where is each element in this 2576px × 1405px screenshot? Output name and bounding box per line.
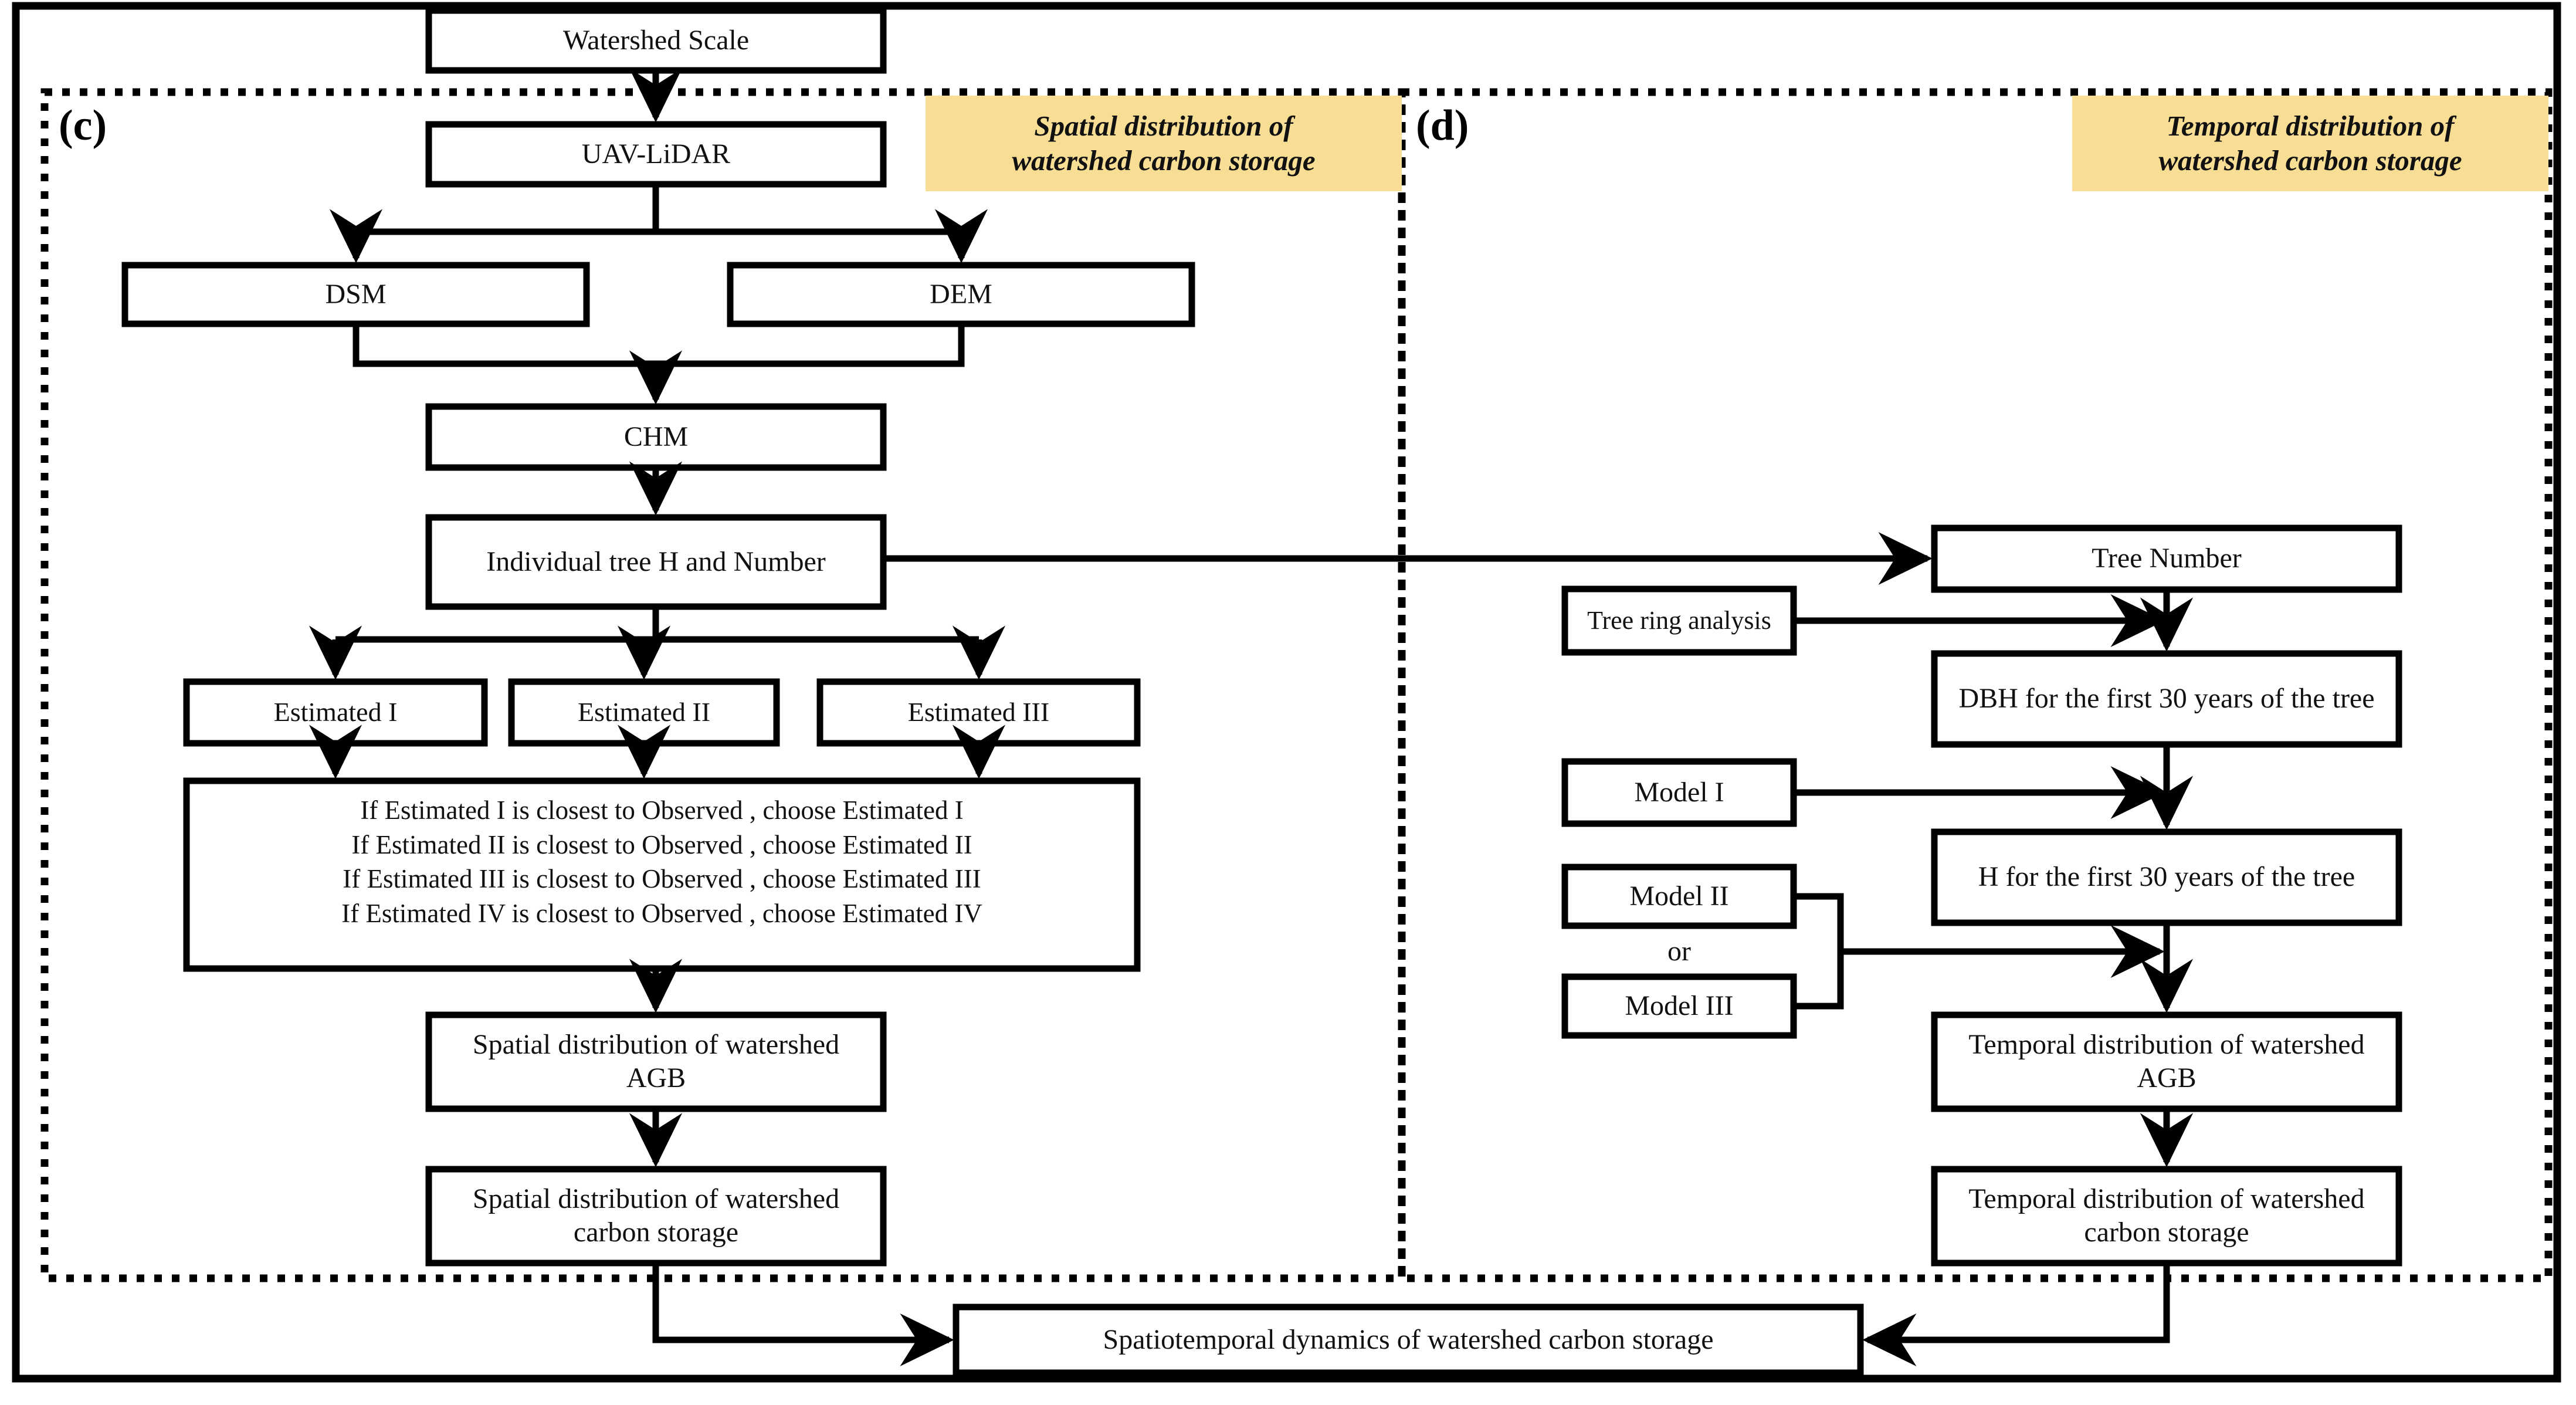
banner-d-rect <box>2072 96 2548 191</box>
box-tree-number <box>1931 524 2402 593</box>
box-estimated-3 <box>816 678 1141 747</box>
box-watershed-scale <box>425 7 887 74</box>
decision-rule-line: If Estimated IV is closest to Observed ,… <box>341 898 982 928</box>
decision-rule-line: If Estimated III is closest to Observed … <box>343 864 981 893</box>
box-final <box>953 1304 1864 1376</box>
box-dsm <box>121 262 590 327</box>
box-model-3 <box>1561 973 1797 1039</box>
label-or: or <box>1667 936 1691 967</box>
box-h-30 <box>1931 828 2402 926</box>
panel-d-dotted-border <box>1398 88 2553 1282</box>
banner-c-rect <box>926 96 1402 191</box>
edge-model2-bracket <box>1794 893 1844 1010</box>
box-model-1 <box>1561 758 1797 827</box>
decision-rules-text: If Estimated I is closest to Observed , … <box>194 793 1130 930</box>
edge-uav-split <box>356 184 961 258</box>
panel-tag-c: (c) <box>59 101 107 150</box>
panel-c-dotted-border <box>40 88 1406 1282</box>
box-individual-tree <box>425 514 887 610</box>
banner-temporal-carbon-storage: Temporal distribution of watershed carbo… <box>2158 109 2462 177</box>
decision-rule-line: If Estimated II is closest to Observed ,… <box>351 830 972 859</box>
box-decision-rules <box>183 777 1141 972</box>
box-model-2 <box>1561 864 1797 929</box>
box-temporal-agb <box>1931 1011 2402 1112</box>
panel-tag-d: (d) <box>1416 101 1469 150</box>
box-temporal-carbon <box>1931 1166 2402 1267</box>
decision-rule-line: If Estimated I is closest to Observed , … <box>360 795 964 825</box>
box-spatial-carbon <box>425 1166 887 1267</box>
box-uav-lidar <box>425 121 887 188</box>
edge-spatialcarbon-to-final <box>652 1263 954 1367</box>
box-estimated-1 <box>183 678 488 747</box>
outer-frame <box>12 2 2561 1383</box>
box-tree-ring <box>1561 585 1797 656</box>
banner-spatial-carbon-storage: Spatial distribution of watershed carbon… <box>1012 109 1316 177</box>
box-estimated-2 <box>508 678 780 747</box>
edge-dsm-down <box>352 324 965 367</box>
edge-temporalcarbon-to-final <box>1862 1263 2170 1367</box>
box-spatial-agb <box>425 1011 887 1112</box>
box-dbh-30 <box>1931 650 2402 748</box>
box-dem <box>727 262 1195 327</box>
box-chm <box>425 403 887 471</box>
